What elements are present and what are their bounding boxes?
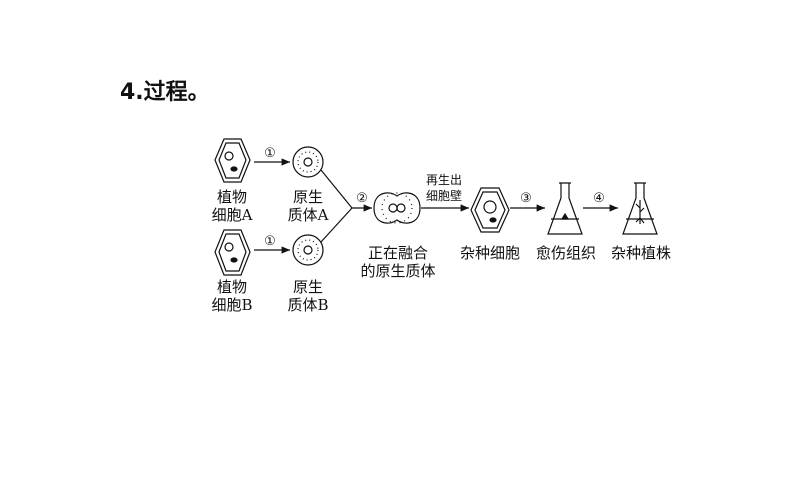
slide-title: 4.过程。 [120,80,210,105]
fusing-label-2: 的原生质体 [360,262,436,280]
protoplast-b-label-1: 原生 [292,278,324,296]
callus-label: 愈伤组织 [535,244,597,262]
callus-flask-icon [547,182,583,235]
hybrid-plant-label: 杂种植株 [610,244,672,262]
protoplast-a-icon [292,146,324,178]
cell-a-label-1: 植物 [216,188,248,206]
fusing-label-1: 正在融合 [367,244,429,262]
step-3-label: ③ [520,191,532,206]
protoplast-a-label-1: 原生 [292,188,324,206]
step-1b-label: ① [264,234,276,249]
cell-b-label-1: 植物 [216,278,248,296]
hybrid-cell-icon [470,187,510,233]
hybrid-plant-flask-icon [622,182,658,235]
step-1a-label: ① [264,146,276,161]
cell-b-label-2: 细胞B [211,296,253,314]
fusing-protoplast-icon [373,192,421,224]
regen-label-2: 细胞壁 [425,189,463,203]
step-4-label: ④ [593,191,605,206]
protoplast-a-label-2: 质体A [287,206,329,224]
step-2-label: ② [356,191,368,206]
protoplast-b-icon [292,234,324,266]
regen-label-1: 再生出 [425,173,463,187]
protoplast-b-label-2: 质体B [287,296,329,314]
plant-cell-b-icon [214,229,251,276]
cell-a-label-2: 细胞A [211,206,253,224]
plant-cell-a-icon [214,138,251,183]
hybrid-cell-label: 杂种细胞 [459,244,521,262]
